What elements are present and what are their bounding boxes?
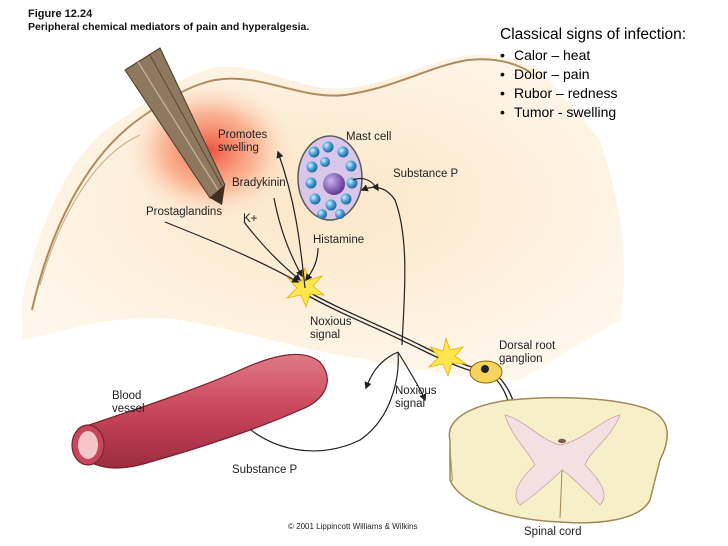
label-spinal-cord: Spinal cord [524, 526, 582, 538]
figure-caption: Peripheral chemical mediators of pain an… [28, 21, 310, 33]
signal-arrows [164, 150, 427, 452]
label-bradykinin: Bradykinin [232, 177, 286, 189]
injury-stick [124, 47, 226, 205]
copyright-notice: © 2001 Lippincott Williams & Wilkins [288, 522, 418, 531]
figure-header: Figure 12.24 Peripheral chemical mediato… [28, 8, 309, 33]
label-blood-vessel: Blood vessel [112, 390, 145, 415]
skin-surface-line [31, 58, 531, 311]
blood-vessel-shape [71, 353, 328, 469]
classical-signs-list: Calor – heat Dolor – pain Rubor – rednes… [500, 46, 726, 122]
label-noxious-signal-1: Noxious signal [310, 316, 352, 341]
burst-nerve [427, 336, 468, 378]
label-noxious-signal-2: Noxious signal [395, 385, 437, 410]
sign-item: Dolor – pain [500, 65, 726, 84]
mast-cell [297, 135, 363, 221]
sign-item: Calor – heat [500, 46, 726, 65]
skin-layer-line [39, 134, 141, 286]
spinal-cord-shape [448, 396, 668, 524]
label-promotes-swelling: Promotes swelling [218, 129, 268, 154]
dorsal-root-ganglion-shape [469, 360, 503, 384]
label-substance-p-top: Substance P [393, 168, 459, 180]
classical-signs-title: Classical signs of infection: [500, 26, 687, 43]
classical-signs-box: Classical signs of infection: Calor – he… [500, 26, 726, 122]
label-prostaglandins: Prostaglandins [146, 206, 223, 218]
label-substance-p-bottom: Substance P [232, 464, 298, 476]
label-mast-cell: Mast cell [346, 131, 392, 143]
label-histamine: Histamine [313, 234, 365, 246]
label-dorsal-root-ganglion: Dorsal root ganglion [499, 340, 556, 365]
label-k-plus: K+ [243, 213, 258, 225]
sign-item: Tumor - swelling [500, 103, 726, 122]
sign-item: Rubor – redness [500, 84, 726, 103]
figure-number: Figure 12.24 [28, 8, 93, 20]
